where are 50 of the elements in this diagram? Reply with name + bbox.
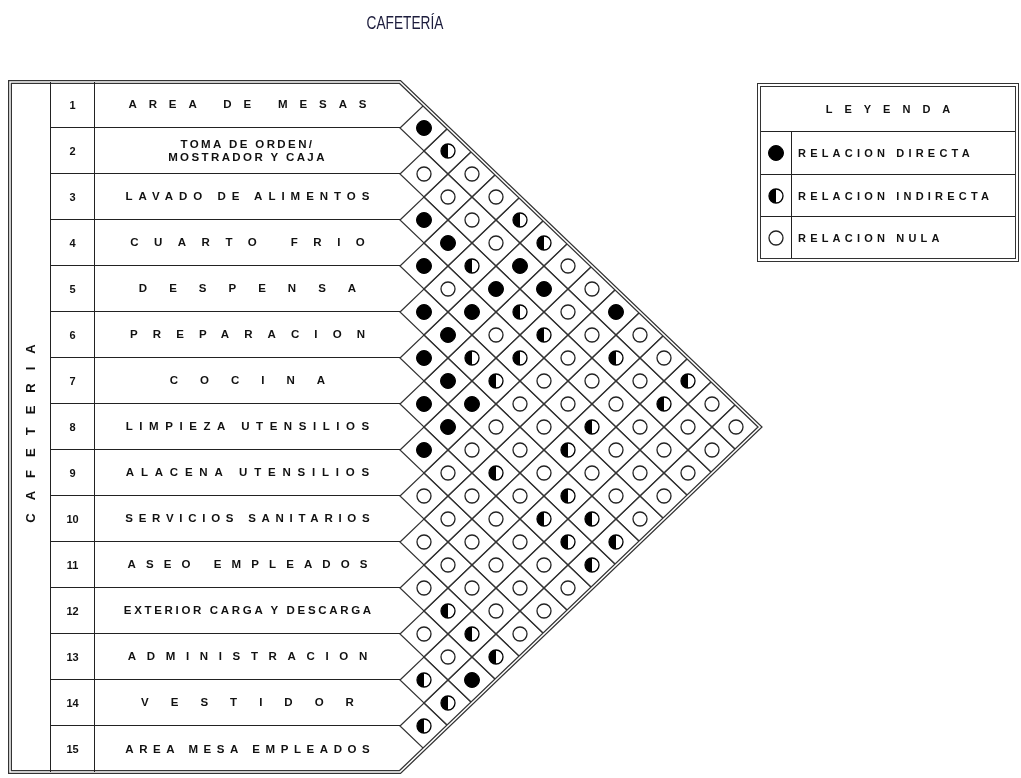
space-name: ADMINISTRACION bbox=[127, 650, 378, 663]
row-number: 2 bbox=[69, 144, 76, 157]
space-name: LIMPIEZA UTENSILIOS bbox=[125, 420, 376, 433]
row-number: 12 bbox=[66, 604, 79, 617]
table-row bbox=[50, 82, 400, 128]
table-row bbox=[50, 404, 400, 450]
row-number: 4 bbox=[69, 236, 76, 249]
row-number: 14 bbox=[66, 696, 79, 709]
space-name: EXTERIOR CARGA Y DESCARGA bbox=[123, 604, 374, 617]
row-number: 13 bbox=[66, 650, 79, 663]
section-label: CAFETERIA bbox=[23, 331, 38, 523]
legend-title: LEYENDA bbox=[825, 103, 963, 115]
table-row bbox=[50, 174, 400, 220]
space-name: SERVICIOS SANITARIOS bbox=[125, 512, 376, 525]
space-name: LAVADO DE ALIMENTOS bbox=[125, 190, 376, 203]
table-row bbox=[50, 680, 400, 726]
space-name: ALACENA UTENSILIOS bbox=[125, 466, 376, 479]
legend-label: RELACION DIRECTA bbox=[798, 147, 974, 159]
table-row bbox=[50, 634, 400, 680]
space-name: TOMA DE ORDEN/ MOSTRADOR Y CAJA bbox=[167, 137, 328, 164]
row-number: 8 bbox=[69, 420, 76, 433]
row-number: 7 bbox=[69, 374, 76, 387]
table-row bbox=[50, 450, 400, 496]
row-number: 3 bbox=[69, 190, 76, 203]
row-number: 9 bbox=[69, 466, 76, 479]
legend-label: RELACION NULA bbox=[798, 231, 944, 244]
table-row bbox=[50, 312, 400, 358]
space-name: COCINA bbox=[169, 374, 348, 387]
row-number: 5 bbox=[69, 282, 76, 295]
table-row bbox=[50, 496, 400, 542]
row-number: 1 bbox=[69, 98, 76, 111]
table-row bbox=[50, 358, 400, 404]
table-row bbox=[50, 588, 400, 634]
table-row bbox=[50, 128, 400, 174]
row-number: 6 bbox=[69, 328, 76, 341]
space-name: DESPENSA bbox=[138, 282, 379, 295]
table-row bbox=[50, 542, 400, 588]
space-name: VESTIDOR bbox=[141, 696, 376, 709]
space-name: AREA DE MESAS bbox=[128, 98, 379, 111]
title: CAFETERÍA bbox=[366, 12, 444, 34]
row-number: 11 bbox=[66, 558, 79, 571]
space-name: ASEO EMPLEADOS bbox=[127, 558, 378, 571]
space-name: AREA MESA EMPLEADOS bbox=[125, 742, 376, 756]
table-row bbox=[50, 266, 400, 312]
table-row bbox=[50, 220, 400, 266]
space-name: CUARTO FRIO bbox=[130, 236, 381, 249]
row-number: 10 bbox=[66, 512, 79, 525]
legend-label: RELACION INDIRECTA bbox=[798, 189, 994, 202]
row-number: 15 bbox=[66, 743, 79, 755]
space-name: PREPARACION bbox=[130, 328, 381, 341]
